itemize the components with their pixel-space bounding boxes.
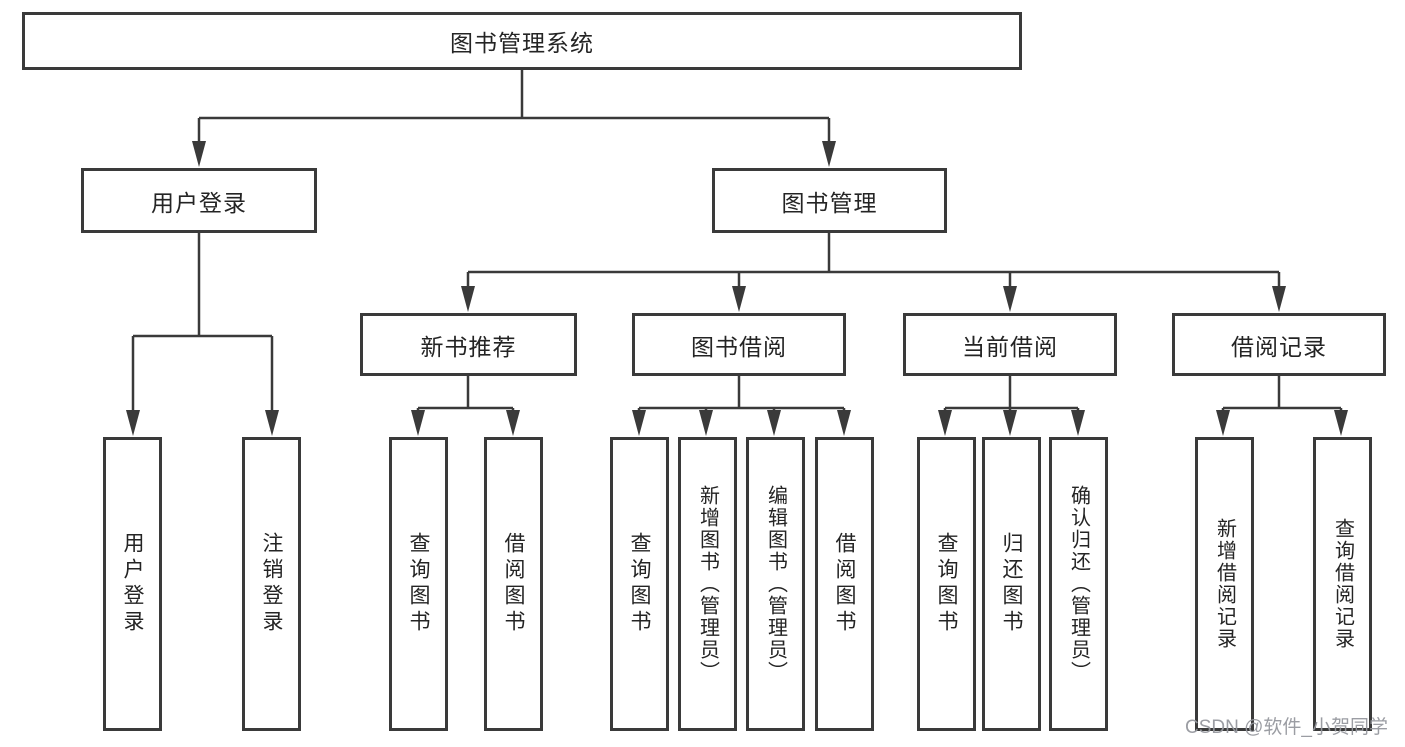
leaf-node-query-books: 查询图书 [389,437,448,731]
section-node-new-book: 新书推荐 [360,313,577,376]
csdn-watermark: CSDN @软件_小贺同学 [1185,717,1388,738]
leaf-node-query-books: 查询图书 [610,437,669,731]
leaf-node-confirm-return-admin: 确认归还（管理员） [1049,437,1108,731]
leaf-node-add-books-admin: 新增图书（管理员） [678,437,737,731]
leaf-node-query-books: 查询图书 [917,437,976,731]
section-node-book-borrow: 图书借阅 [632,313,846,376]
leaf-node-user-login: 用户登录 [103,437,162,731]
leaf-node-logout: 注销登录 [242,437,301,731]
root-node-system: 图书管理系统 [22,12,1022,70]
leaf-node-edit-books-admin: 编辑图书（管理员） [746,437,805,731]
leaf-node-add-borrow-record: 新增借阅记录 [1195,437,1254,731]
section-node-borrow-records: 借阅记录 [1172,313,1386,376]
branch-node-user-login: 用户登录 [81,168,317,233]
arrowheads [126,141,1348,436]
leaf-node-return-books: 归还图书 [982,437,1041,731]
leaf-node-borrow-books: 借阅图书 [484,437,543,731]
leaf-node-query-borrow-record: 查询借阅记录 [1313,437,1372,731]
section-node-current-borrow: 当前借阅 [903,313,1117,376]
branch-node-book-management: 图书管理 [712,168,947,233]
leaf-node-borrow-books: 借阅图书 [815,437,874,731]
